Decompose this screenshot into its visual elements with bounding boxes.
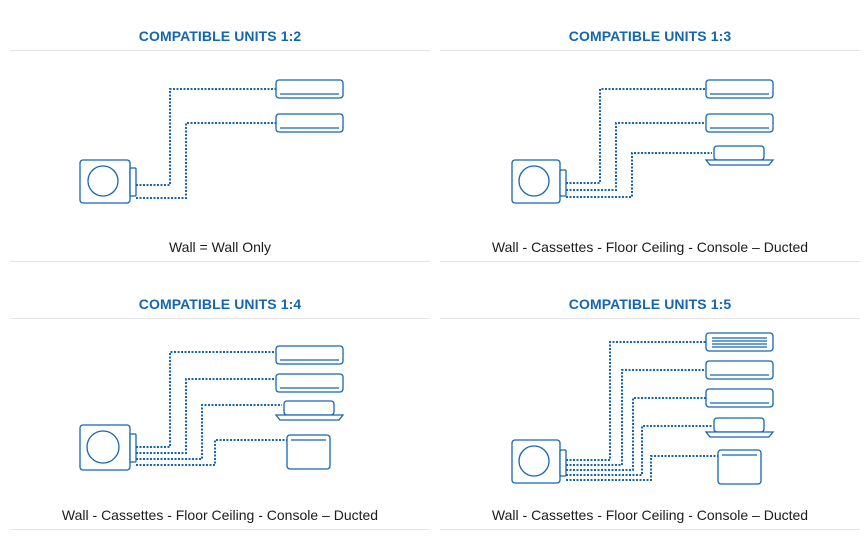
outdoor-unit-icon xyxy=(79,424,137,471)
panel-title: COMPATIBLE UNITS 1:2 xyxy=(138,28,302,44)
refrigerant-line xyxy=(566,397,706,471)
divider xyxy=(440,50,860,51)
wall-unit-icon xyxy=(705,79,774,99)
panel-title: COMPATIBLE UNITS 1:3 xyxy=(568,28,732,44)
system-diagram-1-5 xyxy=(511,332,775,485)
compatibility-caption: Wall - Cassettes - Floor Ceiling - Conso… xyxy=(491,239,809,255)
wall-unit-icon xyxy=(705,360,774,380)
wall-unit-icon xyxy=(275,373,344,393)
refrigerant-line xyxy=(136,404,282,460)
outdoor-unit-icon xyxy=(511,159,567,204)
panel-title: COMPATIBLE UNITS 1:4 xyxy=(138,296,302,312)
system-diagram-1-2 xyxy=(79,79,344,204)
outdoor-unit-icon xyxy=(511,439,567,484)
divider xyxy=(10,318,430,319)
refrigerant-line xyxy=(566,122,706,191)
refrigerant-line xyxy=(136,378,276,454)
wall-unit-icon xyxy=(705,388,774,408)
divider xyxy=(10,529,430,530)
console-unit-icon xyxy=(286,434,331,470)
divider xyxy=(10,261,430,262)
refrigerant-line xyxy=(566,88,706,184)
compatibility-caption: Wall - Cassettes - Floor Ceiling - Conso… xyxy=(491,507,809,523)
panel-1-2: COMPATIBLE UNITS 1:2 Wall = Wall Only xyxy=(10,0,430,262)
cassette-unit-icon xyxy=(274,400,345,421)
cassette-unit-icon xyxy=(704,145,775,166)
refrigerant-line xyxy=(136,88,276,186)
console-unit-icon xyxy=(717,449,762,485)
divider xyxy=(440,261,860,262)
refrigerant-line xyxy=(566,341,706,461)
divider xyxy=(440,529,860,530)
panel-1-3: COMPATIBLE UNITS 1:3 Wall - Cassettes - … xyxy=(440,0,860,262)
wall-unit-icon xyxy=(275,79,344,99)
outdoor-unit-icon xyxy=(79,159,137,204)
wall-unit-icon xyxy=(705,113,774,133)
compatibility-caption: Wall - Cassettes - Floor Ceiling - Conso… xyxy=(61,507,379,523)
wall-unit-icon xyxy=(275,345,344,365)
refrigerant-line xyxy=(566,425,712,476)
refrigerant-line xyxy=(566,152,712,198)
refrigerant-line xyxy=(566,369,706,466)
ducted-unit-icon xyxy=(705,332,774,352)
system-diagram-1-3 xyxy=(511,79,775,204)
refrigerant-line xyxy=(136,122,276,199)
panel-title: COMPATIBLE UNITS 1:5 xyxy=(568,296,732,312)
wall-unit-icon xyxy=(275,113,344,133)
divider xyxy=(440,318,860,319)
refrigerant-line xyxy=(136,351,276,448)
divider xyxy=(10,50,430,51)
cassette-unit-icon xyxy=(704,417,775,438)
panel-1-5: COMPATIBLE UNITS 1:5 xyxy=(440,270,860,532)
refrigerant-line xyxy=(566,455,718,481)
panel-1-4: COMPATIBLE UNITS 1:4 Wall - Cassettes - … xyxy=(10,270,430,532)
compatibility-caption: Wall = Wall Only xyxy=(168,239,272,255)
system-diagram-1-4 xyxy=(79,345,345,471)
refrigerant-line xyxy=(136,439,287,466)
